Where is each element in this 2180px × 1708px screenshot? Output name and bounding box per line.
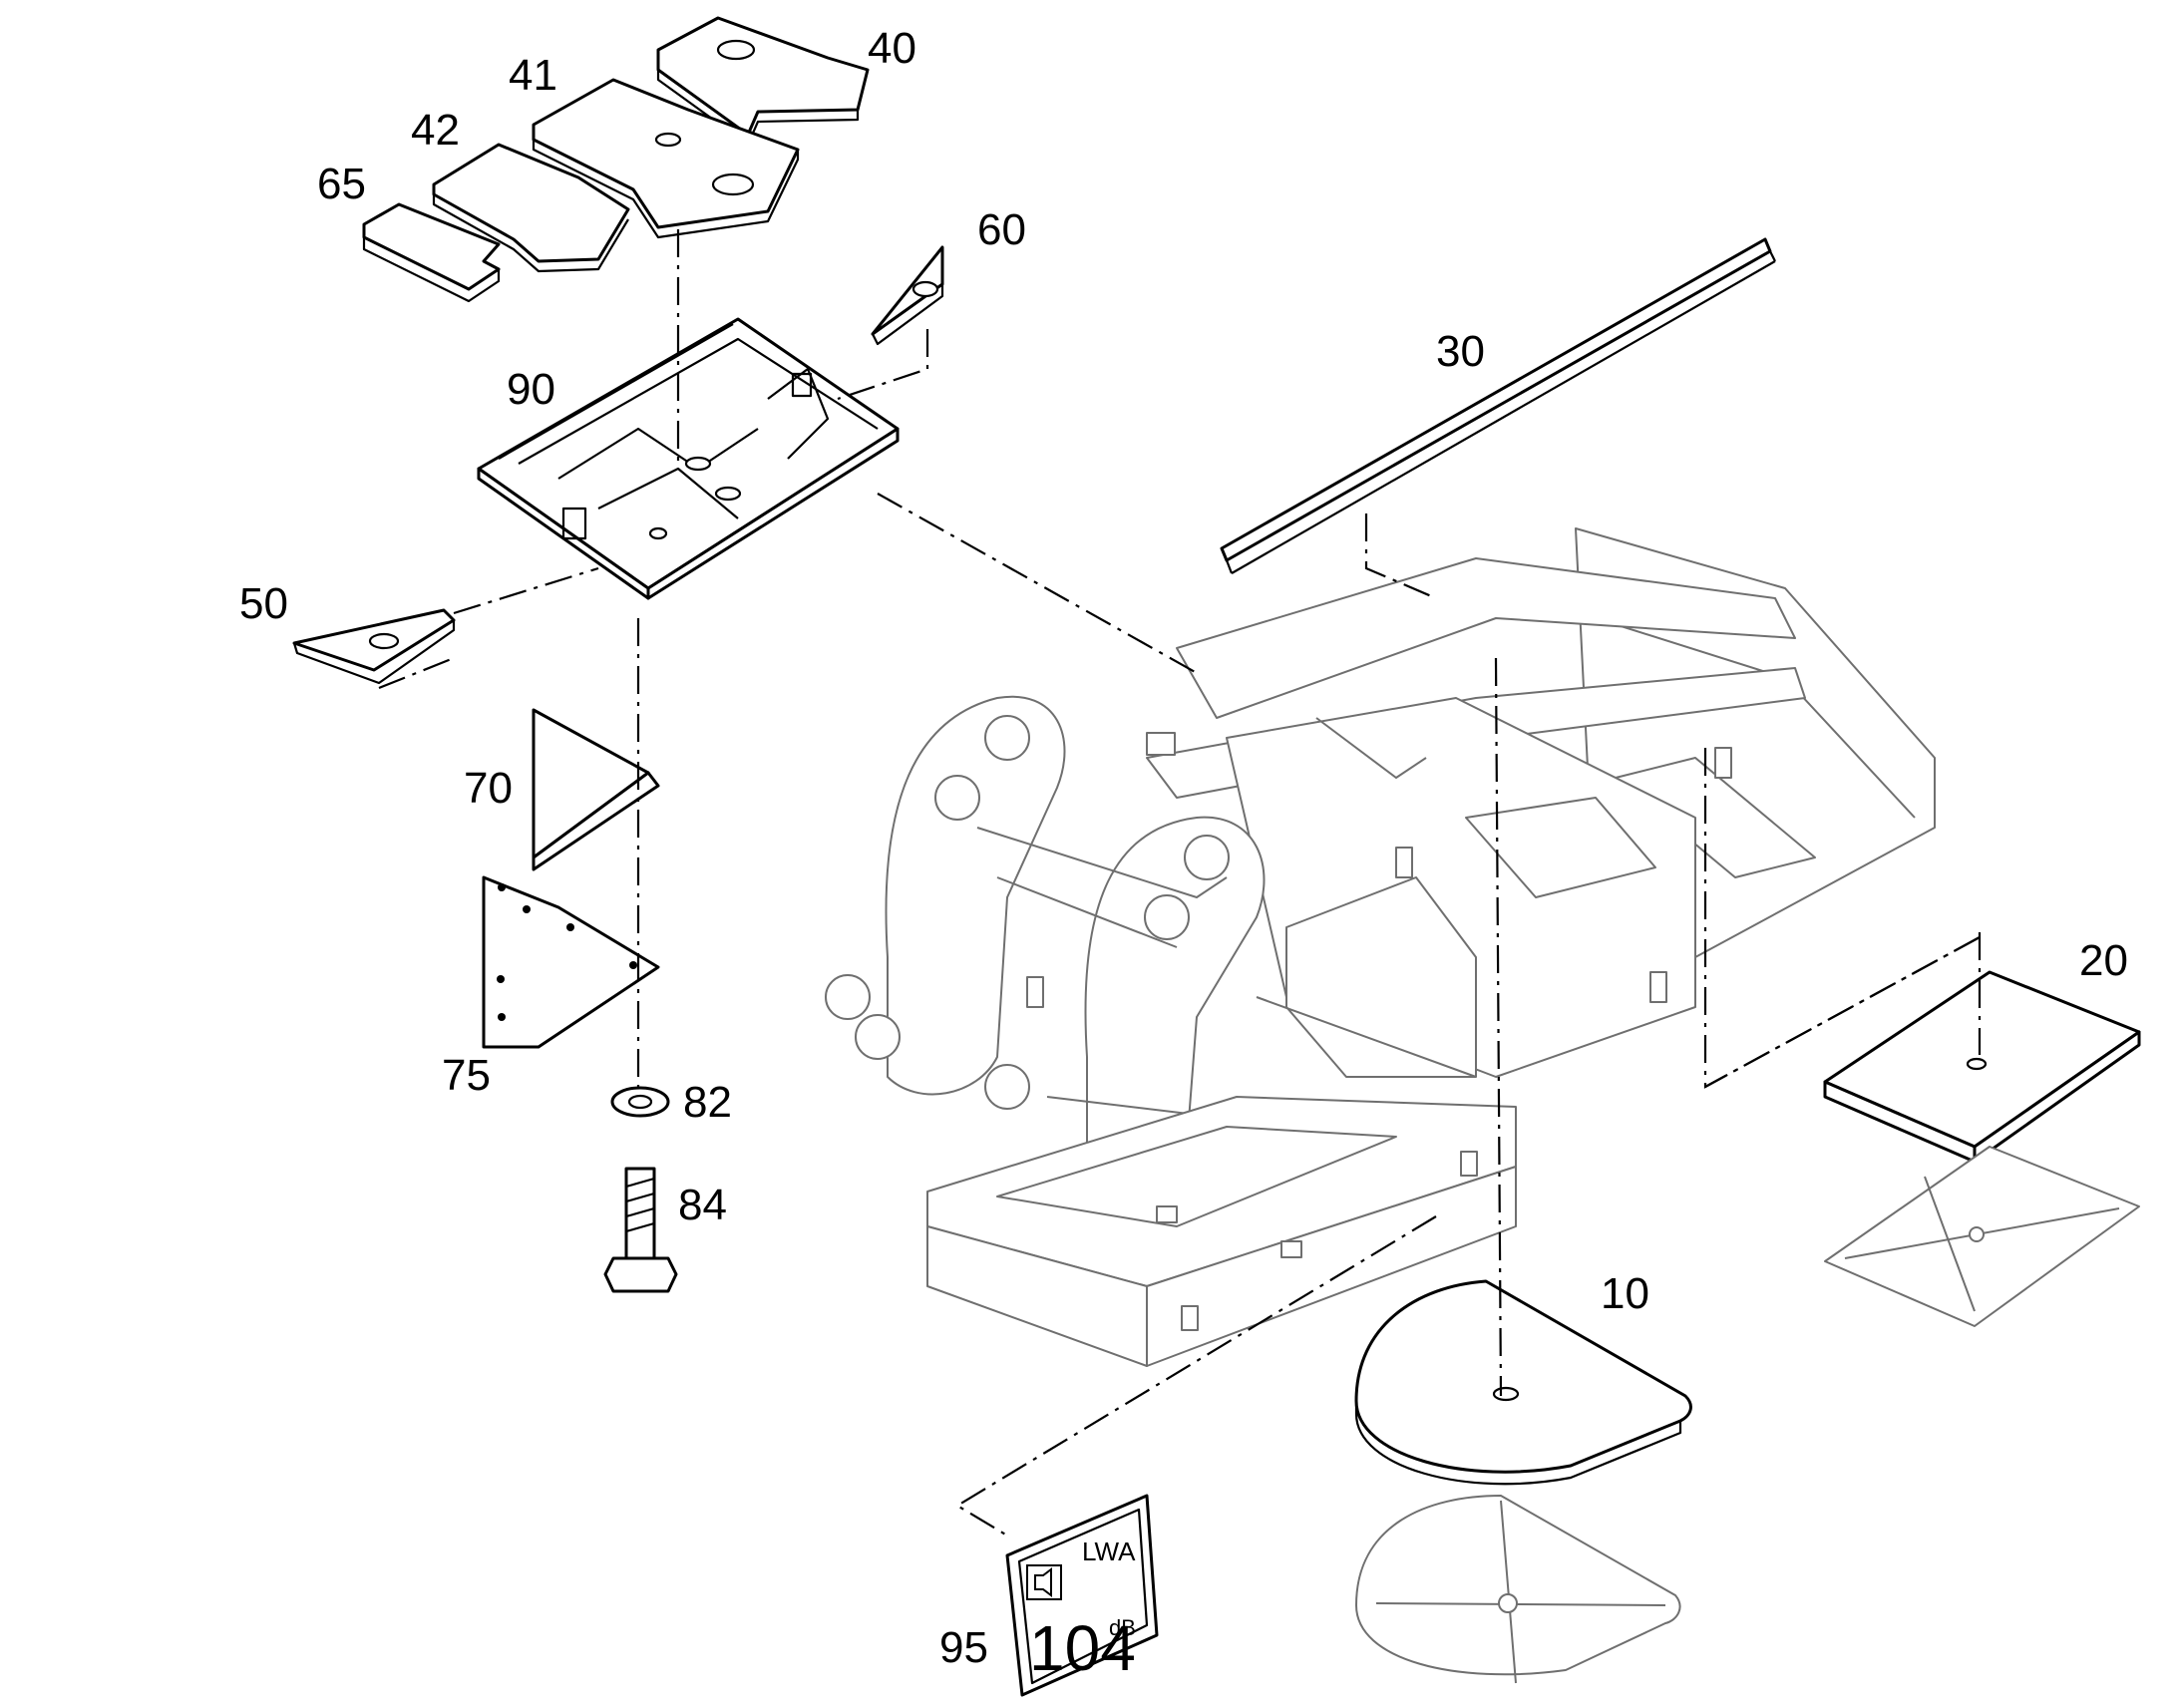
part-20-plate xyxy=(1823,970,2141,1164)
callout-82: 82 xyxy=(683,1078,732,1127)
callout-40: 40 xyxy=(868,24,916,73)
callout-10: 10 xyxy=(1601,1269,1649,1318)
callout-20: 20 xyxy=(2079,936,2128,985)
leader-lines xyxy=(378,229,1982,1537)
callout-90: 90 xyxy=(507,365,555,414)
callout-75: 75 xyxy=(442,1051,491,1100)
callout-60: 60 xyxy=(977,205,1026,254)
callout-42: 42 xyxy=(411,106,460,155)
callout-95: 95 xyxy=(939,1623,988,1672)
part-70-gusset xyxy=(532,708,660,871)
part-10-plate xyxy=(1354,1279,1692,1486)
part-75-plate xyxy=(482,875,660,1049)
lwa-text: LWA xyxy=(1082,1537,1136,1566)
callout-65: 65 xyxy=(317,160,366,208)
callout-70: 70 xyxy=(464,764,513,813)
callout-30: 30 xyxy=(1436,327,1485,376)
part-10-underside xyxy=(1355,1495,1681,1684)
part-82-washer xyxy=(610,1086,670,1118)
part-90-tray xyxy=(477,317,900,600)
part-30-rail xyxy=(1220,237,1776,574)
part-41-plate xyxy=(532,78,800,239)
callout-50: 50 xyxy=(239,579,288,628)
noise-unit: dB xyxy=(1109,1615,1136,1640)
main-frame xyxy=(825,527,1936,1367)
noise-value: 104 xyxy=(1029,1612,1136,1684)
part-65-plate xyxy=(362,202,501,303)
callout-41: 41 xyxy=(509,51,557,100)
part-95-noise-label: LWA 104 dB xyxy=(1005,1494,1159,1697)
part-84-bolt xyxy=(603,1167,678,1293)
part-50-plate xyxy=(292,608,456,685)
part-60-plate xyxy=(871,245,944,346)
callout-84: 84 xyxy=(678,1181,727,1229)
callout-numbers: 40 41 42 65 60 30 90 50 70 20 75 82 84 1… xyxy=(239,24,2128,1672)
part-20-underside xyxy=(1824,1146,2140,1327)
part-42-plate xyxy=(432,143,630,273)
speaker-icon xyxy=(1026,1564,1062,1600)
